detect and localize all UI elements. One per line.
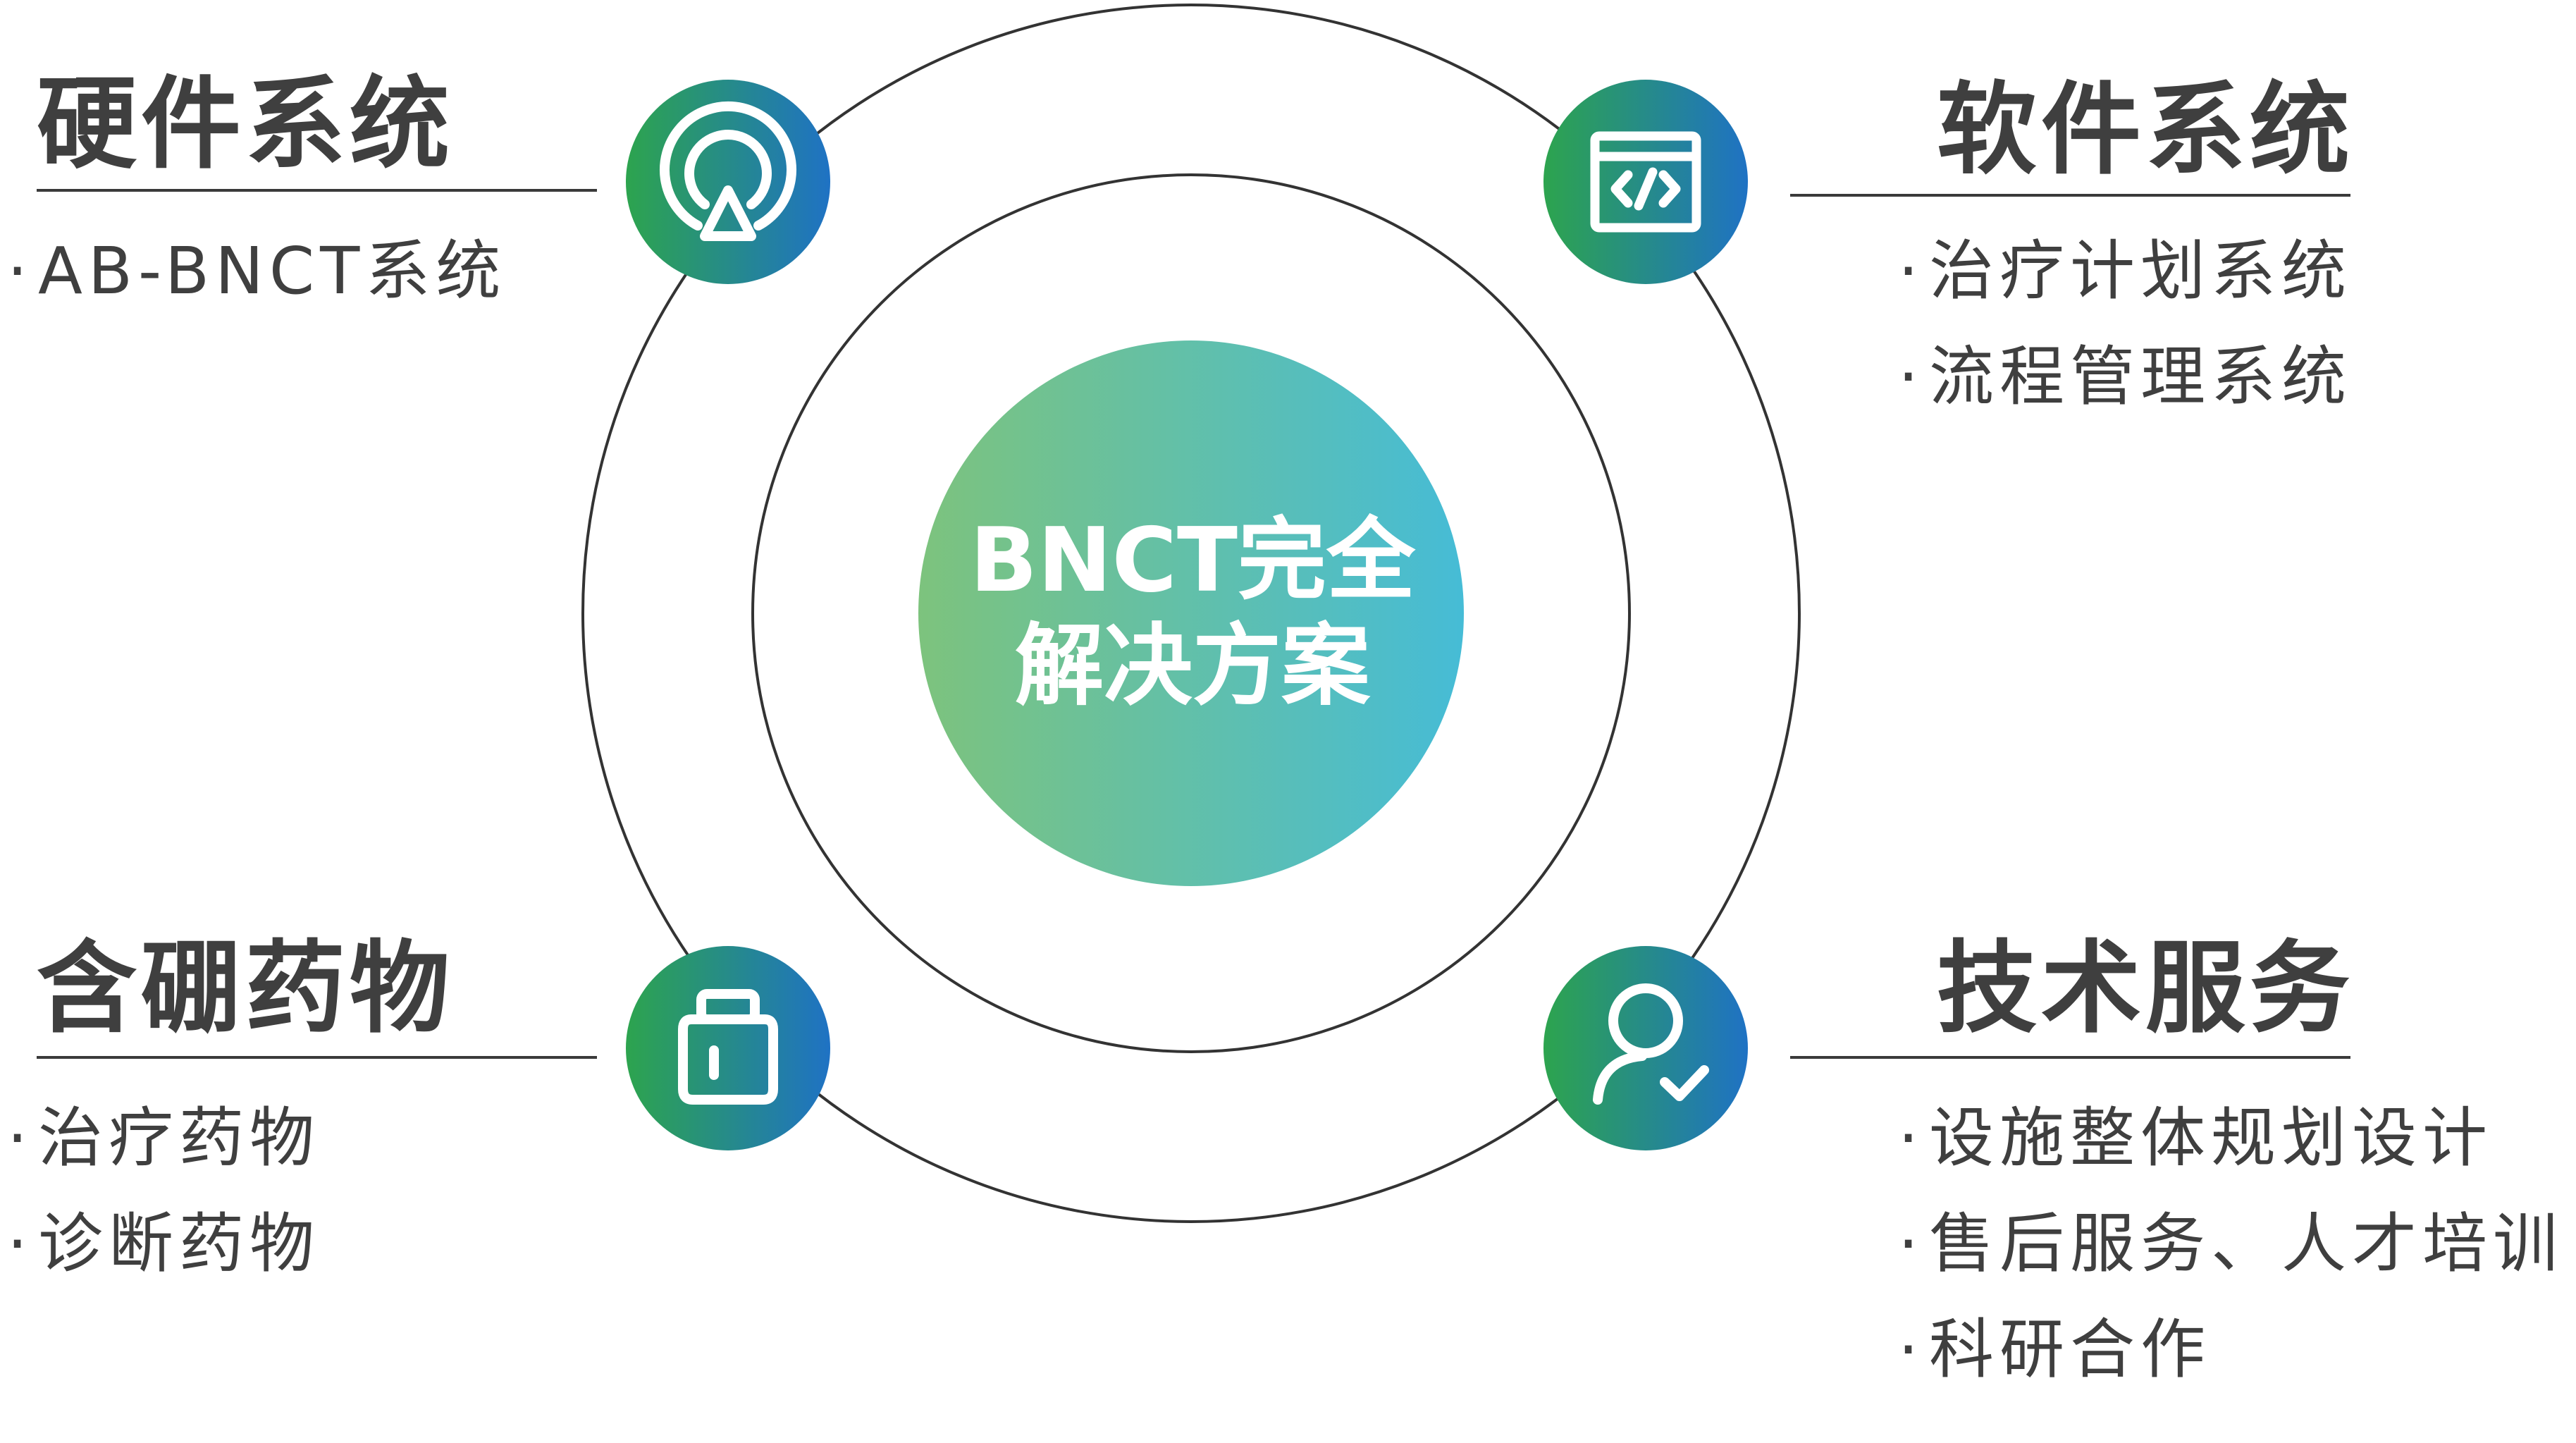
center-title-line2: 解决方案 — [1015, 614, 1370, 718]
center-title: BNCT完全 解决方案 — [925, 508, 1460, 719]
bullet: · — [1898, 233, 1925, 309]
list-item-label: 流程管理系统 — [1929, 339, 2353, 415]
list-item: ·AB-BNCT系统 — [7, 219, 506, 324]
software-heading: 软件系统 — [1937, 72, 2354, 188]
bottle-icon — [678, 989, 778, 1105]
user-check-icon — [1593, 983, 1709, 1105]
list-item-label: 治疗药物 — [38, 1100, 321, 1176]
bullet: · — [1898, 1312, 1925, 1387]
hardware-badge — [626, 80, 830, 284]
software-divider — [1790, 194, 2350, 197]
list-item: ·治疗药物 — [7, 1086, 320, 1191]
list-item-label: 售后服务、人才培训 — [1929, 1206, 2564, 1282]
inner-ring — [751, 173, 1631, 1053]
bullet: · — [7, 233, 34, 309]
bullet: · — [7, 1206, 34, 1282]
hardware-heading: 硬件系统 — [37, 66, 454, 183]
list-item: ·流程管理系统 — [1898, 324, 2352, 430]
code-window-icon — [1590, 131, 1701, 233]
hardware-divider — [37, 189, 597, 192]
service-list: ·设施整体规划设计 ·售后服务、人才培训 ·科研合作 — [1898, 1086, 2563, 1403]
list-item-label: 科研合作 — [1929, 1312, 2212, 1387]
outer-ring — [581, 4, 1801, 1223]
center-circle — [918, 340, 1464, 886]
list-item: ·售后服务、人才培训 — [1898, 1191, 2563, 1297]
bullet: · — [1898, 1206, 1925, 1282]
software-list: ·治疗计划系统 ·流程管理系统 — [1898, 219, 2352, 430]
software-badge — [1543, 80, 1748, 284]
bullet: · — [1898, 1100, 1925, 1176]
drugs-heading: 含硼药物 — [37, 931, 454, 1047]
service-badge — [1543, 946, 1748, 1150]
bullet: · — [1898, 339, 1925, 415]
hardware-list: ·AB-BNCT系统 — [7, 219, 506, 324]
list-item: ·治疗计划系统 — [1898, 219, 2352, 324]
service-divider — [1790, 1056, 2350, 1059]
center-title-line1: BNCT完全 — [970, 508, 1415, 612]
list-item-label: 设施整体规划设计 — [1929, 1100, 2494, 1176]
list-item-label: 诊断药物 — [38, 1206, 321, 1282]
drugs-badge — [626, 946, 830, 1150]
list-item: ·诊断药物 — [7, 1191, 320, 1297]
drugs-divider — [37, 1056, 597, 1059]
drugs-list: ·治疗药物 ·诊断药物 — [7, 1086, 320, 1297]
list-item: ·科研合作 — [1898, 1297, 2563, 1403]
service-heading: 技术服务 — [1937, 931, 2354, 1047]
bullet: · — [7, 1100, 34, 1176]
target-scan-icon — [660, 102, 796, 241]
list-item-label: 治疗计划系统 — [1929, 233, 2353, 309]
list-item-label: AB-BNCT系统 — [38, 233, 507, 309]
list-item: ·设施整体规划设计 — [1898, 1086, 2563, 1191]
